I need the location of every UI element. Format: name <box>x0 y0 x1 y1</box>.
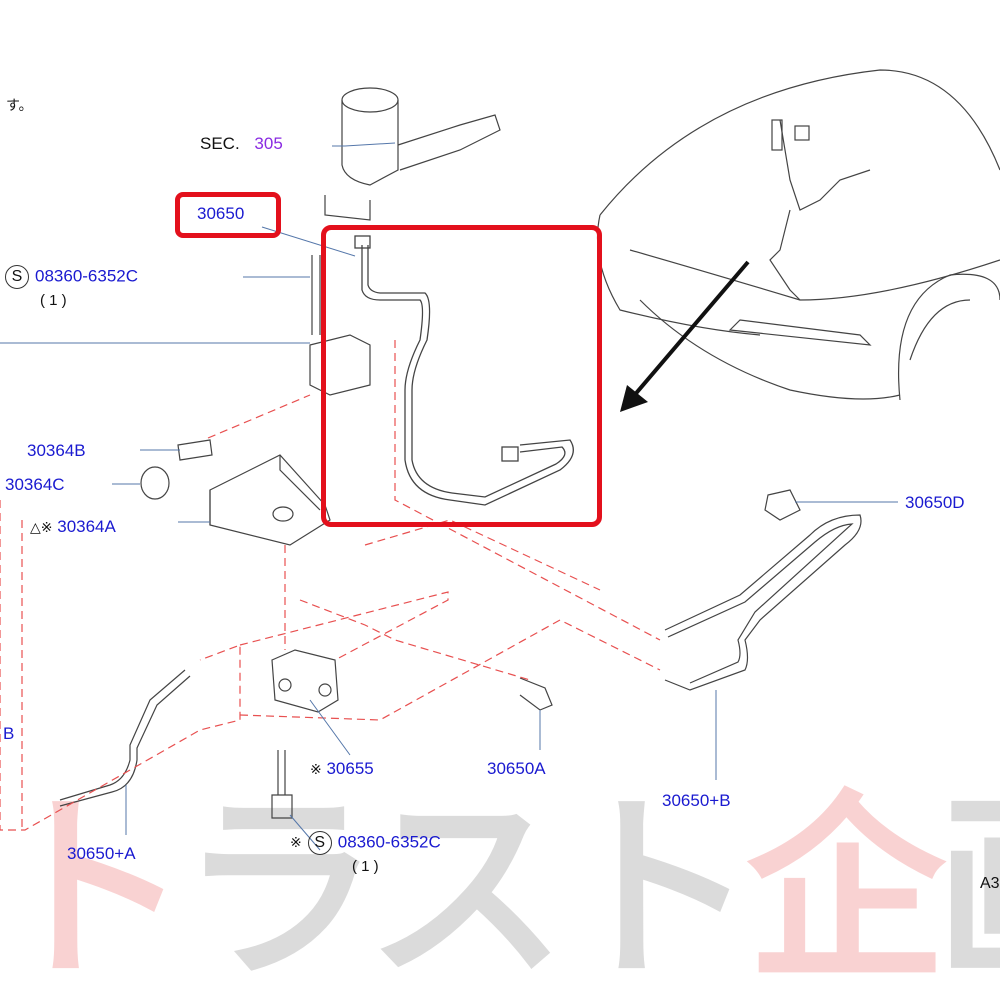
watermark-char: 画 <box>936 772 1000 1000</box>
car-front-outline <box>596 69 1000 401</box>
part-30364A-link[interactable]: 30364A <box>57 517 116 536</box>
asterisk-mark: ※ <box>290 834 302 851</box>
bolt-top-code-link[interactable]: 08360-6352C <box>35 266 139 286</box>
part-30650D-link[interactable]: 30650D <box>905 493 965 512</box>
page-reference: A3 <box>980 875 1000 892</box>
marks-triangle-asterisk: △※ <box>30 519 53 535</box>
part-30650A-link[interactable]: 30650A <box>487 759 546 778</box>
bolt-top-qty: ( 1 ) <box>40 292 67 309</box>
part-30650-link[interactable]: 30650 <box>197 204 245 223</box>
watermark-rest: ラスト <box>180 772 756 1000</box>
direction-arrow <box>620 260 750 412</box>
section-number-link[interactable]: 305 <box>254 134 283 153</box>
bolt-bottom-qty: ( 1 ) <box>352 858 379 875</box>
section-prefix: SEC. <box>200 134 240 153</box>
bolt-top-label[interactable]: S 08360-6352C <box>5 265 138 289</box>
clutch-master-cylinder <box>324 87 501 221</box>
highlight-box-part-number <box>175 192 281 238</box>
watermark-char: ト <box>0 772 190 1000</box>
watermark-char: 企 <box>746 772 946 1000</box>
fittings <box>59 489 862 819</box>
dashed-guide-lines <box>0 340 661 831</box>
leader-line <box>332 142 396 147</box>
highlight-box-pipe <box>321 225 602 527</box>
part-30655-link[interactable]: 30655 <box>326 759 374 778</box>
asterisk-mark: ※ <box>310 761 322 777</box>
part-30650plusA-link[interactable]: 30650+A <box>67 844 136 863</box>
part-B-link[interactable]: B <box>3 724 15 743</box>
bracket-30364A <box>140 255 371 546</box>
part-30650plusB-link[interactable]: 30650+B <box>662 791 731 810</box>
bolt-bottom-code-link[interactable]: 08360-6352C <box>337 832 441 852</box>
note-text: す。 <box>6 97 33 113</box>
standard-part-s-icon: S <box>5 265 29 289</box>
watermark: トラスト企画 <box>0 790 1000 990</box>
section-reference[interactable]: SEC. 305 <box>200 135 283 152</box>
part-30364A-label[interactable]: △※ 30364A <box>30 518 116 535</box>
part-30655-label[interactable]: ※ 30655 <box>310 760 374 777</box>
clutch-pipe-30650 <box>354 235 574 506</box>
part-30364B-link[interactable]: 30364B <box>27 441 86 460</box>
standard-part-s-icon: S <box>307 831 332 855</box>
part-30364C-link[interactable]: 30364C <box>5 475 65 494</box>
leader-lines <box>0 226 898 851</box>
